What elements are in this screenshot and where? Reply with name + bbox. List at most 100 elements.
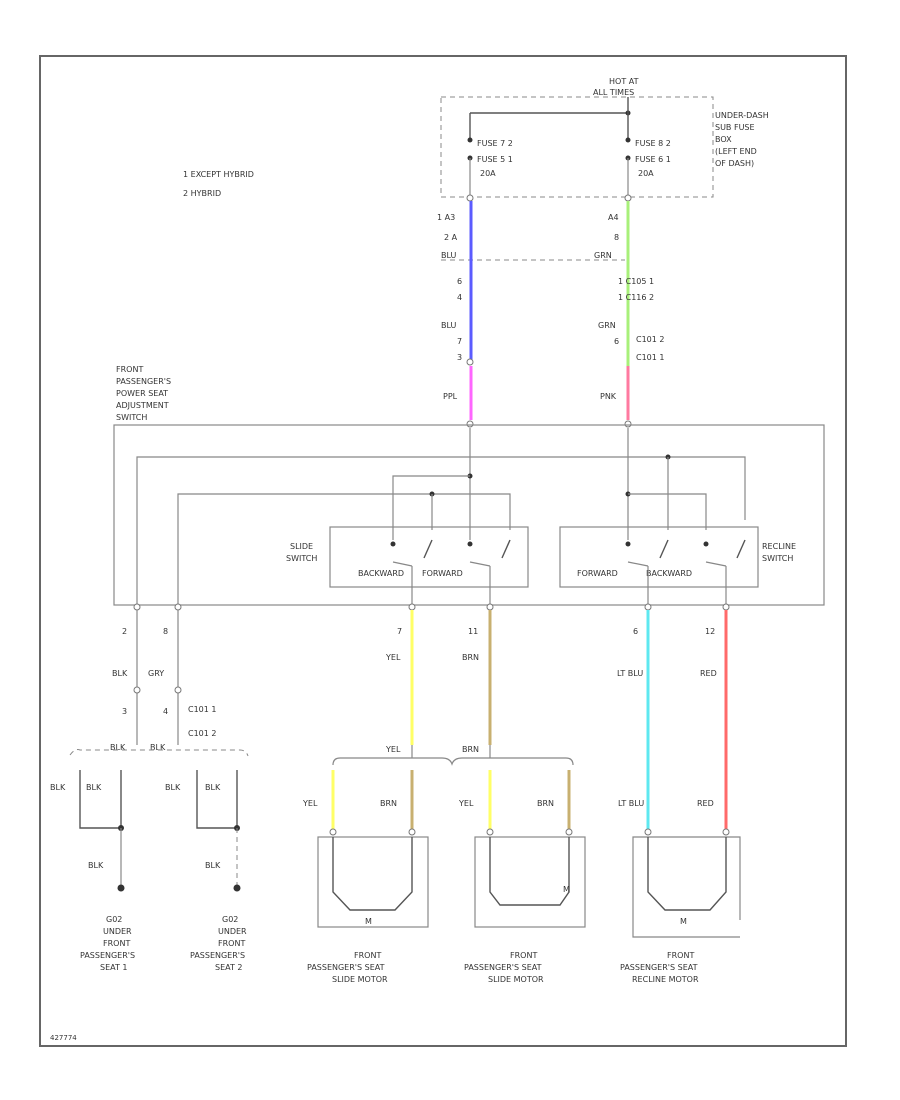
connector-c101-2: C101 2 [636,335,665,344]
recline-switch-label-2: SWITCH [762,554,793,563]
pin-11: 11 [468,627,478,636]
wire-color-brn: BRN [462,653,479,662]
ground-1-name: G02 [106,915,122,924]
fuse-box-desc-2: SUB FUSE [715,123,755,132]
connector-c116: 1 C116 2 [618,293,654,302]
motor-2: M FRONT PASSENGER'S SEAT SLIDE MOTOR [464,828,586,984]
switch-title-5: SWITCH [116,413,147,422]
motor-3-symbol: M [680,917,687,926]
motor-3-name-3: RECLINE MOTOR [632,975,699,984]
legend-line-1: 1 EXCEPT HYBRID [183,170,254,179]
pin-8: 8 [163,627,168,636]
diagram-code: 427774 [50,1034,77,1042]
drop-label-brn-2: BRN [537,799,554,808]
fuse-box-desc-1: UNDER-DASH [715,111,769,120]
recline-pos-forward: FORWARD [577,569,618,578]
left-feed-label-1: 1 A3 [437,213,455,222]
motor-3: M FRONT PASSENGER'S SEAT RECLINE MOTOR [620,828,741,984]
ground-1-desc-3: PASSENGER'S [80,951,135,960]
right-fuse-amp: 20A [638,169,654,178]
motor-branch-wires: YEL BRN YEL BRN YEL BRN LT BLU RED [302,745,714,830]
motor-1: M FRONT PASSENGER'S SEAT SLIDE MOTOR [307,828,429,984]
right-ground-blk-1: BLK [165,783,181,792]
ground-1-desc-4: SEAT 1 [100,963,128,972]
drop-label-ltblu: LT BLU [618,799,644,808]
left-feed-label-blu: BLU [441,321,457,330]
ground-2-desc-4: SEAT 2 [215,963,243,972]
drop-label-brn-1: BRN [380,799,397,808]
wire-color-blk: BLK [112,669,128,678]
right-fuse-2: FUSE 6 1 [635,155,671,164]
left-feed-pin-3: 3 [457,353,462,362]
slide-switch-label-2: SWITCH [286,554,317,563]
connector-c101-1: C101 1 [636,353,665,362]
motor-3-name-1: FRONT [667,951,694,960]
pin-12: 12 [705,627,715,636]
drop-label-yel-2: YEL [458,799,474,808]
right-feed-label-grn: GRN [594,251,612,260]
fuse-box-outline [440,96,714,198]
motor-2-symbol: M [563,885,570,894]
switch-title-4: ADJUSTMENT [116,401,169,410]
pin-7: 7 [397,627,402,636]
ppl-wire-label: PPL [443,392,458,401]
connector-c105: 1 C105 1 [618,277,654,286]
left-feed-pin-6: 6 [457,277,462,286]
left-feed-pin-4: 4 [457,293,462,302]
motor-1-symbol: M [365,917,372,926]
motor-3-name-2: PASSENGER'S SEAT [620,963,698,972]
recline-switch-label-1: RECLINE [762,542,796,551]
right-fuse-1: FUSE 8 2 [635,139,671,148]
left-feed-pin-7: 7 [457,337,462,346]
recline-switch-box [559,526,759,588]
pin-2: 2 [122,627,127,636]
drop-label-red: RED [697,799,714,808]
right-feed-pin-6: 6 [614,337,619,346]
ground-2-desc-3: PASSENGER'S [190,951,245,960]
switch-title-2: PASSENGER'S [116,377,171,386]
right-feed-label-grn-2: GRN [598,321,616,330]
pin-6: 6 [633,627,638,636]
switch-title-1: FRONT [116,365,143,374]
ground-splice-left: BLK [110,743,126,752]
ground-2-name: G02 [222,915,238,924]
wire-color-gry: GRY [148,669,164,678]
ground-2-desc-2: FRONT [218,939,245,948]
left-feed-label-2: 2 A [444,233,458,242]
left-fuse-amp: 20A [480,169,496,178]
wire-color-ltblu: LT BLU [617,669,643,678]
legend-line-2: 2 HYBRID [183,189,221,198]
right-feed-wire: A4 8 GRN 1 C105 1 1 C116 2 GRN 6 C101 2 … [594,194,665,428]
motor-1-name-3: SLIDE MOTOR [332,975,388,984]
right-ground-blk-2: BLK [205,783,221,792]
motor-2-name-2: PASSENGER'S SEAT [464,963,542,972]
right-ground-blk-3: BLK [205,861,221,870]
hot-at-label: HOT AT [609,77,639,86]
hot-at-label-2: ALL TIMES [593,88,634,97]
ground-pin-4: 4 [163,707,168,716]
yel-splice-label: YEL [385,745,401,754]
ground-connector-2: C101 2 [188,729,217,738]
lower-wires: 2 8 7 11 6 12 BLK GRY YEL BRN LT BLU RED [112,603,730,830]
ground-pin-3: 3 [122,707,127,716]
power-seat-switch: FRONT PASSENGER'S POWER SEAT ADJUSTMENT … [113,365,825,606]
ground-splice-right: BLK [150,743,166,752]
left-ground-blk-3: BLK [88,861,104,870]
motor-1-name-2: PASSENGER'S SEAT [307,963,385,972]
drop-label-yel-1: YEL [302,799,318,808]
left-ground-blk-2: BLK [86,783,102,792]
motor-2-name-1: FRONT [510,951,537,960]
fuse-box-desc-3: BOX [715,135,732,144]
fuse-box: HOT AT ALL TIMES FUSE 7 2 FUSE 5 1 20A F… [440,77,769,198]
slide-switch-box [329,526,529,588]
ground-1-desc-1: UNDER [103,927,132,936]
left-fuse-2: FUSE 5 1 [477,155,513,164]
ground-1-desc-2: FRONT [103,939,130,948]
right-feed-label-a4: A4 [608,213,619,222]
slide-switch-label-1: SLIDE [290,542,313,551]
pnk-wire-label: PNK [600,392,617,401]
motor-1-name-1: FRONT [354,951,381,960]
diagram-frame [39,55,847,1047]
brn-splice-label: BRN [462,745,479,754]
